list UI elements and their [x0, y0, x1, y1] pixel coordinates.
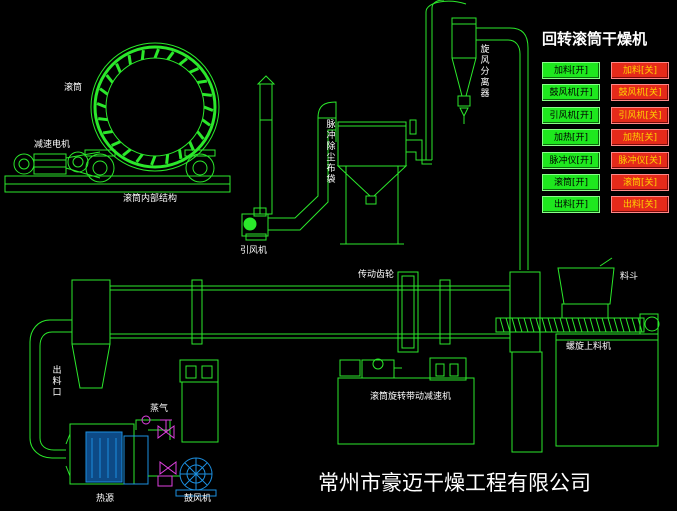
label-transmission-gear: 传动齿轮 — [358, 270, 395, 280]
label-drum-drive: 滚筒旋转带动减速机 — [370, 392, 452, 402]
rotary-drum — [71, 271, 543, 453]
blower — [175, 457, 217, 497]
label-drum-inner: 滚筒内部结构 — [123, 194, 178, 204]
control-on-button-3[interactable]: 加热[开] — [542, 129, 600, 147]
label-cyclone: 旋风分离器 — [480, 45, 490, 99]
label-drum: 滚筒 — [64, 83, 83, 93]
label-blower: 鼓风机 — [184, 494, 212, 504]
control-on-button-2[interactable]: 引风机[开] — [542, 106, 600, 124]
label-screw-feeder: 螺旋上料机 — [566, 342, 612, 352]
control-on-button-4[interactable]: 脉冲仪[开] — [542, 151, 600, 169]
control-on-button-6[interactable]: 出料[开] — [542, 196, 600, 214]
label-pulse-bag: 脉冲除尘布袋 — [326, 120, 336, 185]
control-on-button-0[interactable]: 加料[开] — [542, 62, 600, 79]
label-induced-fan: 引风机 — [240, 246, 268, 256]
steam-valves — [141, 415, 177, 487]
company-name: 常州市豪迈干燥工程有限公司 — [318, 471, 591, 495]
reducer-motor — [13, 151, 101, 179]
control-off-button-6[interactable]: 出料[关] — [611, 196, 669, 214]
label-reducer-motor: 减速电机 — [34, 140, 71, 150]
cyclone-separator — [425, 0, 529, 270]
machine-title: 回转滚筒干燥机 — [542, 30, 648, 48]
control-off-button-0[interactable]: 加料[关] — [611, 62, 669, 79]
control-off-button-3[interactable]: 加热[关] — [611, 129, 669, 147]
control-off-button-5[interactable]: 滚筒[关] — [611, 174, 669, 191]
control-on-button-5[interactable]: 滚筒[开] — [542, 174, 600, 191]
control-off-button-1[interactable]: 鼓风机[关] — [611, 84, 669, 102]
pulse-bag-filter — [336, 0, 445, 245]
label-hopper: 料斗 — [620, 272, 639, 282]
label-steam: 蒸气 — [150, 404, 169, 414]
drum-cross-section — [4, 42, 231, 193]
screw-feeder — [495, 257, 660, 447]
heat-source — [85, 419, 180, 485]
control-on-button-1[interactable]: 鼓风机[开] — [542, 84, 600, 102]
discharge-duct — [29, 319, 135, 485]
control-off-button-2[interactable]: 引风机[关] — [611, 106, 669, 124]
label-discharge: 出料口 — [52, 366, 62, 398]
induced-fan — [241, 75, 337, 241]
control-off-button-4[interactable]: 脉冲仪[关] — [611, 151, 669, 169]
label-heat-source: 热源 — [96, 494, 115, 504]
